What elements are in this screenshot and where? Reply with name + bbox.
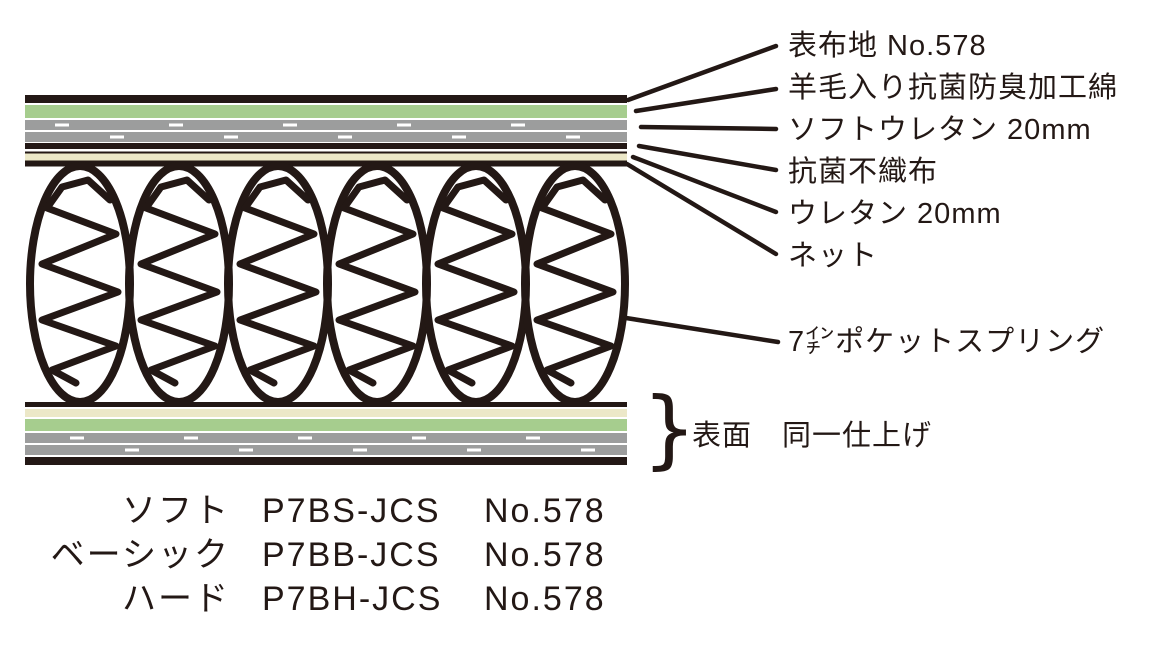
bottom-layer-stack	[25, 402, 627, 465]
leader-line-wool-cotton	[633, 86, 779, 114]
leader-line-urethane	[630, 154, 779, 215]
brace: }	[642, 379, 697, 479]
urethane-top-edge	[25, 151, 627, 154]
leader-line-top-fabric	[625, 43, 779, 103]
model-name: ハード	[122, 580, 230, 618]
leader-line-soft-urethane	[638, 124, 779, 132]
net-layer	[25, 160, 627, 167]
pocket-springs	[30, 166, 625, 402]
model-number: No.578	[484, 492, 606, 530]
model-code: P7BS-JCS	[262, 492, 441, 530]
leader-line-net	[624, 161, 779, 257]
label-wool-cotton: 羊毛入り抗菌防臭加工綿	[788, 72, 1119, 104]
pocket-spring	[30, 166, 130, 402]
pocket-spring	[426, 166, 526, 402]
label-surface-finish: 表面 同一仕上げ	[692, 420, 933, 452]
bottom-soft-urethane-layer	[25, 433, 627, 443]
model-row: ベーシック P7BB-JCS No.578	[30, 533, 606, 577]
leader-line-nonwoven	[636, 143, 779, 173]
bottom-soft-urethane-layer-2	[25, 445, 627, 455]
soft-urethane-layer-2	[25, 132, 627, 142]
label-pocket-spring: 7㌅ポケットスプリング	[788, 326, 1106, 358]
bottom-wool-cotton-layer	[25, 419, 627, 431]
top-layer-stack	[25, 95, 627, 167]
model-name: ソフト	[122, 492, 230, 530]
model-list: ソフト P7BS-JCS No.578 ベーシック P7BB-JCS No.57…	[30, 489, 606, 621]
pocket-spring	[525, 166, 625, 402]
model-row: ソフト P7BS-JCS No.578	[30, 489, 606, 533]
leader-line-pocket-spring	[623, 315, 781, 345]
model-number: No.578	[484, 536, 606, 574]
leader-lines	[623, 43, 781, 345]
model-code: P7BB-JCS	[262, 536, 441, 574]
bottom-urethane-layer	[25, 409, 627, 417]
model-row: ハード P7BH-JCS No.578	[30, 577, 606, 621]
label-urethane: ウレタン 20mm	[788, 198, 1002, 230]
top-fabric-layer	[25, 95, 627, 103]
soft-urethane-layer	[25, 120, 627, 130]
label-soft-urethane: ソフトウレタン 20mm	[788, 114, 1092, 146]
model-number: No.578	[484, 580, 606, 618]
pocket-spring	[228, 166, 328, 402]
pocket-spring	[129, 166, 229, 402]
model-code: P7BH-JCS	[262, 580, 443, 618]
bottom-net-layer	[25, 402, 627, 407]
bottom-fabric-layer	[25, 457, 627, 465]
label-top-fabric: 表布地 No.578	[788, 30, 987, 62]
label-nonwoven: 抗菌不織布	[788, 156, 939, 188]
pocket-spring	[327, 166, 427, 402]
label-net: ネット	[788, 240, 879, 272]
wool-cotton-layer	[25, 105, 627, 118]
nonwoven-layer	[25, 143, 627, 149]
model-name: ベーシック	[50, 536, 230, 574]
urethane-layer	[25, 153, 627, 161]
